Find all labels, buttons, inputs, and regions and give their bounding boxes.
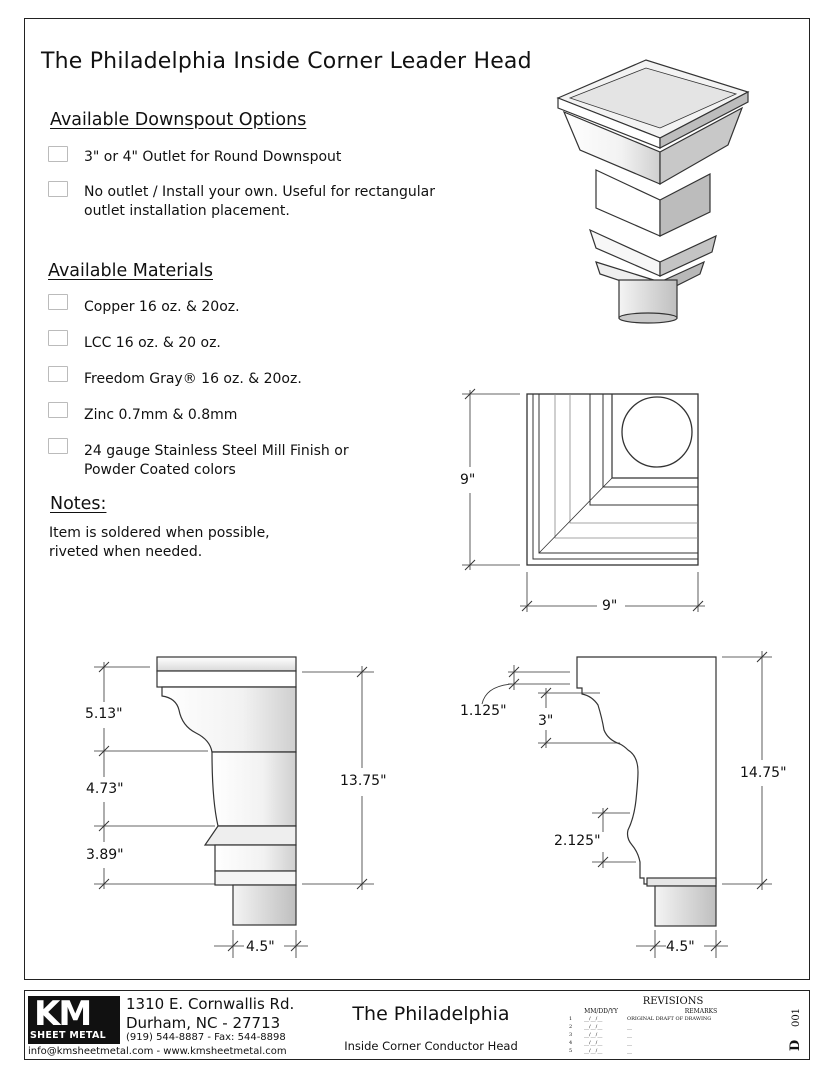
phone-fax: (919) 544-8887 - Fax: 544-8898	[126, 1032, 286, 1043]
logo-letters: KM	[34, 994, 92, 1034]
front-upper-dimension: 5.13"	[85, 706, 123, 722]
revision-date-3: __/__/__	[584, 1032, 603, 1038]
revisions-remarks-header: REMARKS	[684, 1008, 718, 1015]
product-name: The Philadelphia	[352, 1003, 510, 1025]
revision-remark-5: __	[627, 1048, 632, 1054]
downspout-option-label-1: 3" or 4" Outlet for Round Downspout	[84, 149, 342, 165]
material-checkbox-4[interactable]	[48, 402, 68, 418]
material-label-4: Zinc 0.7mm & 0.8mm	[84, 407, 238, 423]
side-total-dimension: 14.75"	[740, 765, 787, 781]
revision-num-2: 2	[569, 1024, 573, 1030]
downspout-option-checkbox-2[interactable]	[48, 181, 68, 197]
side-lower-dimension: 2.125"	[554, 833, 601, 849]
material-label-1: Copper 16 oz. & 20oz.	[84, 299, 240, 315]
material-checkbox-5[interactable]	[48, 438, 68, 454]
email-website: info@kmsheetmetal.com - www.kmsheetmetal…	[28, 1046, 287, 1057]
material-checkbox-3[interactable]	[48, 366, 68, 382]
page-title: The Philadelphia Inside Corner Leader He…	[41, 49, 532, 74]
revision-remark-3: __	[627, 1032, 632, 1038]
top-view	[462, 388, 705, 612]
materials-heading: Available Materials	[48, 261, 213, 281]
revision-num-3: 3	[569, 1032, 573, 1038]
revision-remark-2: __	[627, 1024, 632, 1030]
top-view-outlet-circle	[621, 396, 693, 468]
drawing-frame	[24, 18, 810, 980]
revision-remark-4: __	[627, 1040, 632, 1046]
notes-heading: Notes:	[50, 494, 107, 514]
downspout-option-checkbox-1[interactable]	[48, 146, 68, 162]
front-view-dimensions	[94, 661, 374, 958]
front-outlet-dimension: 4.5"	[246, 939, 275, 955]
title-block	[24, 990, 810, 1060]
side-view-dimensions	[481, 651, 772, 958]
revision-num-5: 5	[569, 1048, 573, 1054]
drawing-canvas	[94, 59, 772, 958]
top-view-height-label: 9"	[460, 472, 476, 488]
iso-base-right	[659, 234, 717, 277]
side-upper-dimension: 3"	[538, 713, 554, 729]
sheet-number: 001	[791, 1007, 803, 1028]
material-checkbox-1[interactable]	[48, 294, 68, 310]
iso-top-opening	[568, 67, 738, 129]
sheet-letter: D	[788, 1039, 804, 1052]
material-label-3: Freedom Gray® 16 oz. & 20oz.	[84, 371, 302, 387]
iso-body-right	[659, 173, 711, 237]
revision-date-2: __/__/__	[584, 1024, 603, 1030]
revision-remark-1: ORIGINAL DRAFT OF DRAWING	[627, 1016, 712, 1022]
iso-outlet-end	[618, 312, 678, 324]
revisions-title: REVISIONS	[642, 996, 704, 1007]
downspout-option-label-2: No outlet / Install your own. Useful for…	[84, 184, 436, 219]
revision-date-1: __/__/__	[584, 1016, 603, 1022]
iso-outlet	[618, 279, 678, 319]
revision-date-4: __/__/__	[584, 1040, 603, 1046]
revisions-date-header: MM/DD/YY	[584, 1008, 618, 1015]
top-view-width-label: 9"	[602, 598, 618, 614]
revision-date-5: __/__/__	[584, 1048, 603, 1054]
side-lip-dimension: 1.125"	[460, 703, 507, 719]
address-line-2: Durham, NC - 27713	[126, 1014, 281, 1032]
logo-subtitle: SHEET METAL	[30, 1030, 106, 1041]
isometric-view	[556, 59, 750, 324]
revision-num-1: 1	[569, 1016, 573, 1022]
material-label-2: LCC 16 oz. & 20 oz.	[84, 335, 221, 351]
material-label-5: 24 gauge Stainless Steel Mill Finish or …	[84, 443, 349, 478]
downspout-options-heading: Available Downspout Options	[50, 110, 307, 130]
front-lower-dimension: 3.89"	[86, 847, 124, 863]
product-subtitle: Inside Corner Conductor Head	[344, 1039, 518, 1053]
notes-text: Item is soldered when possible, riveted …	[49, 525, 270, 560]
side-view	[576, 656, 717, 927]
iso-crown-right	[659, 106, 744, 186]
iso-rim-right	[659, 91, 749, 149]
material-checkbox-2[interactable]	[48, 330, 68, 346]
revision-num-4: 4	[569, 1040, 573, 1046]
side-outlet-dimension: 4.5"	[666, 939, 695, 955]
front-middle-dimension: 4.73"	[86, 781, 124, 797]
company-logo	[28, 996, 120, 1044]
front-view	[156, 656, 297, 926]
front-total-dimension: 13.75"	[340, 773, 387, 789]
address-line-1: 1310 E. Cornwallis Rd.	[126, 995, 295, 1013]
